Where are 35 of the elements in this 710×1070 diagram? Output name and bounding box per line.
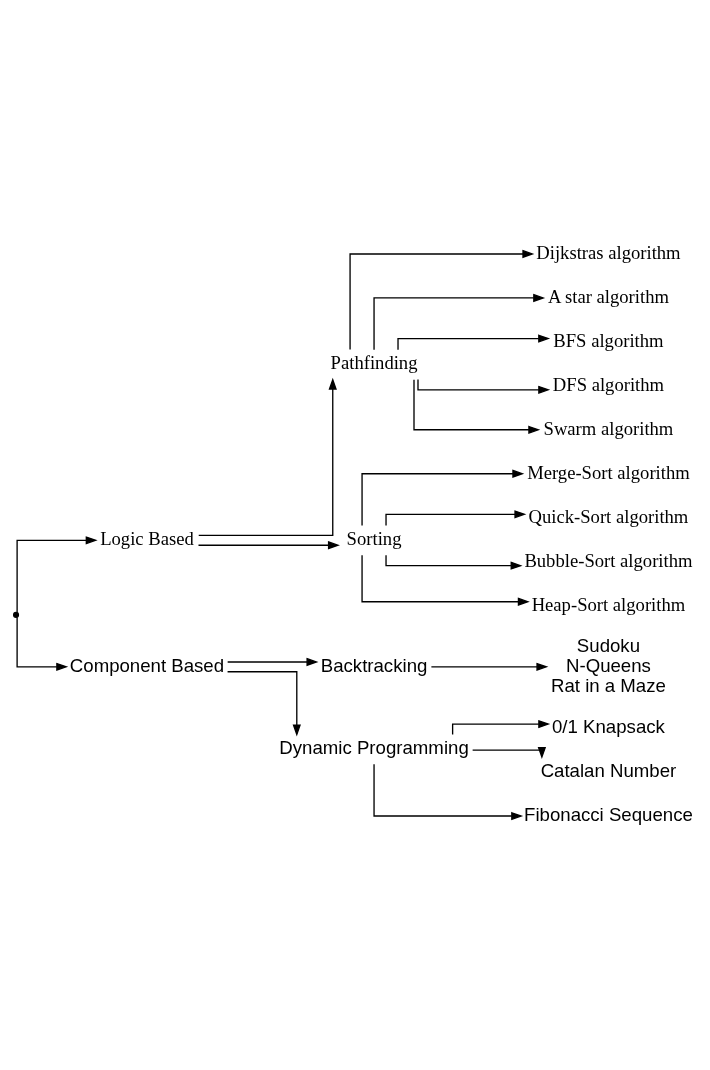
arrow — [361, 469, 525, 527]
arrow — [16, 616, 69, 672]
node-text: Dynamic Programming — [279, 737, 469, 759]
arrow — [373, 293, 546, 351]
node-text: Heap-Sort algorithm — [531, 593, 686, 615]
node-text: Swarm algorithm — [543, 417, 674, 439]
arrow — [226, 671, 301, 737]
arrow — [198, 377, 337, 537]
node-text: A star algorithm — [547, 285, 669, 307]
node-text: Backtracking — [320, 654, 428, 676]
node-text: Pathfinding — [330, 352, 418, 374]
arrow — [430, 662, 549, 672]
arrow — [197, 541, 340, 550]
node-text: Sorting — [346, 528, 402, 550]
node-text: Dijkstras algorithm — [536, 241, 681, 263]
node-text: BFS algorithm — [553, 329, 664, 351]
arrow — [361, 554, 530, 606]
arrow — [471, 747, 547, 760]
node-text: Merge-Sort algorithm — [527, 461, 690, 483]
node-text: 0/1 Knapsack — [552, 716, 665, 738]
node-text: Quick-Sort algorithm — [528, 505, 689, 527]
arrow — [349, 249, 535, 351]
arrow — [417, 378, 551, 395]
node-text: Component Based — [69, 654, 225, 676]
arrow — [16, 536, 98, 614]
arrow — [373, 763, 524, 821]
node-text: DFS algorithm — [552, 373, 665, 395]
node-text: Catalan Number — [540, 760, 677, 781]
arrow — [227, 657, 319, 667]
node-text: Sudoku N-Queens Rat in a Maze — [551, 634, 666, 696]
node-point — [12, 611, 20, 618]
node-text: Logic Based — [100, 528, 194, 550]
node-text: Bubble-Sort algorithm — [524, 549, 693, 571]
arrow — [413, 379, 541, 434]
node-text: Fibonacci Sequence — [524, 803, 693, 825]
